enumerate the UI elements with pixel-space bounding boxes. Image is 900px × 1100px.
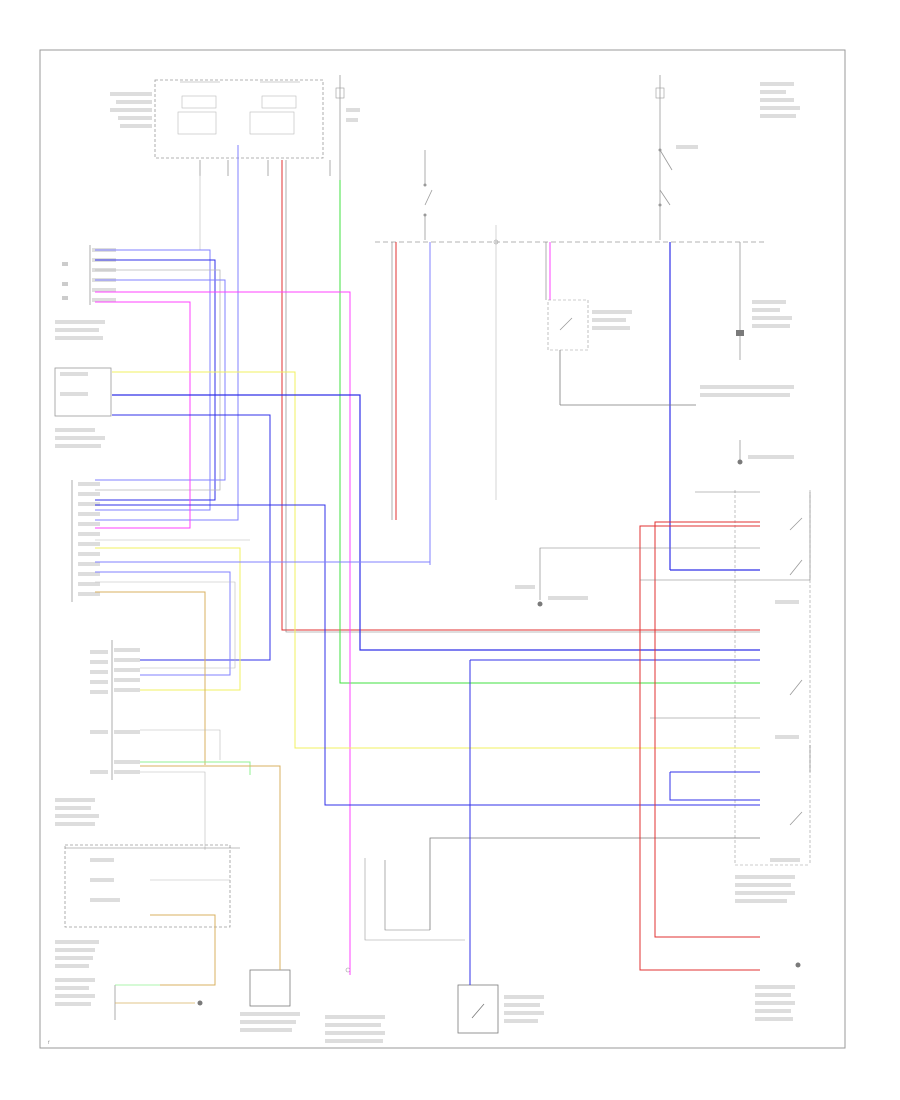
wire-yellow-mid [95, 547, 241, 691]
wire-tan-sensor [150, 914, 216, 986]
wire-gray-upper-3 [95, 269, 221, 491]
figure-code: f [48, 1040, 50, 1045]
wire-gray-lower-2 [140, 771, 206, 850]
wire-yellow-1 [112, 371, 760, 749]
wire-gray-lower [140, 729, 221, 760]
switch-box-left [54, 367, 112, 448]
wire-tan-mid [95, 591, 206, 765]
label-block-top-right [760, 82, 800, 118]
wire-green-lower [140, 761, 251, 775]
label-block-top-left [110, 92, 152, 128]
ground-point-middle [515, 570, 588, 607]
wire-blue-right-3 [669, 772, 760, 801]
wire-tan-lower [140, 765, 281, 970]
fuse-column-top-center [335, 75, 360, 180]
connector-left-middle [71, 480, 100, 602]
relay-block-right [734, 490, 811, 866]
wire-blue-2 [112, 394, 760, 651]
wire-blue-upper-2 [95, 259, 216, 501]
wire-red-right-1 [654, 521, 760, 938]
sensor-bottom-left [55, 978, 203, 1020]
wire-black-bottom-center [429, 837, 760, 930]
wire-pink-upper-5 [95, 291, 351, 975]
switch-top-middle [423, 150, 433, 240]
wire-gray-bottom-center [364, 858, 465, 941]
wire-light-blue-1 [95, 145, 239, 521]
wire-red-right-2 [639, 525, 760, 971]
ground-point-right [737, 440, 794, 465]
wire-gray-right-2 [539, 547, 760, 570]
connector-left-lower [55, 640, 140, 826]
wire-blue-mid-1 [95, 504, 760, 806]
module-bottom-center-left [240, 969, 300, 1032]
wire-black-1 [285, 160, 760, 633]
wire-blue-upper-1 [95, 249, 211, 511]
fuse-column-top-right [655, 75, 698, 240]
module-bottom-center [325, 967, 385, 1043]
wire-blue-3 [112, 414, 271, 661]
labels-bottom-right [735, 875, 801, 1021]
wire-gray-mid-2 [95, 581, 236, 669]
relay-top-middle [547, 299, 696, 406]
switch-bottom-center-right [457, 984, 544, 1034]
wire-green-1 [339, 180, 760, 684]
wire-blue-mid-3 [95, 571, 231, 676]
diagram-frame [39, 49, 846, 1049]
sensor-box-bottom-left [55, 844, 231, 968]
wire-red-1 [281, 160, 760, 631]
resistor-top-right [700, 300, 794, 397]
fuse-box-top [154, 79, 331, 176]
bus-drops [391, 225, 741, 570]
wire-gray-bottom-center-2 [384, 860, 430, 931]
wire-blue-upper-4 [95, 279, 226, 481]
